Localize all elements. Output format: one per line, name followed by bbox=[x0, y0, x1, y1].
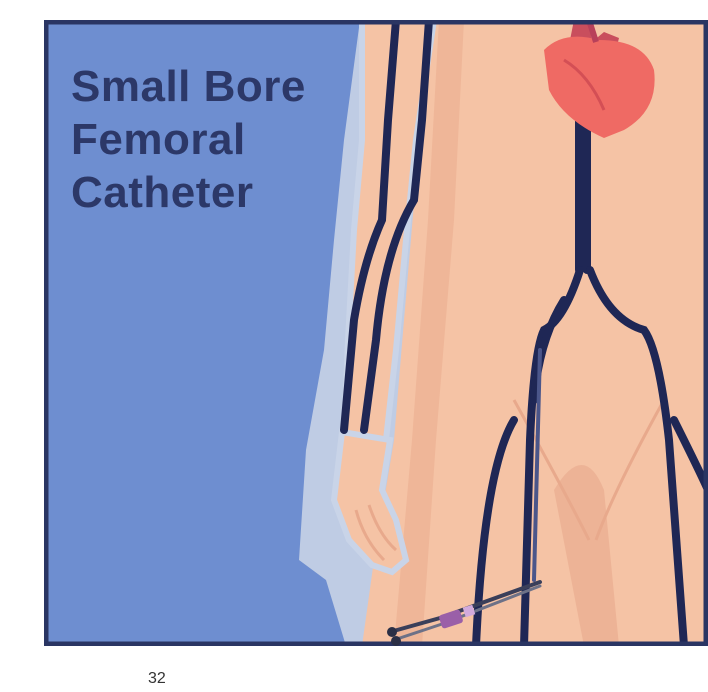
femoral-catheter-icon bbox=[380, 570, 560, 650]
page-number: 32 bbox=[148, 670, 166, 688]
title-line-2: Femoral bbox=[71, 113, 306, 166]
title-line-1: Small Bore bbox=[71, 60, 306, 113]
title-line-3: Catheter bbox=[71, 166, 306, 219]
slide-title: Small Bore Femoral Catheter bbox=[71, 60, 306, 219]
